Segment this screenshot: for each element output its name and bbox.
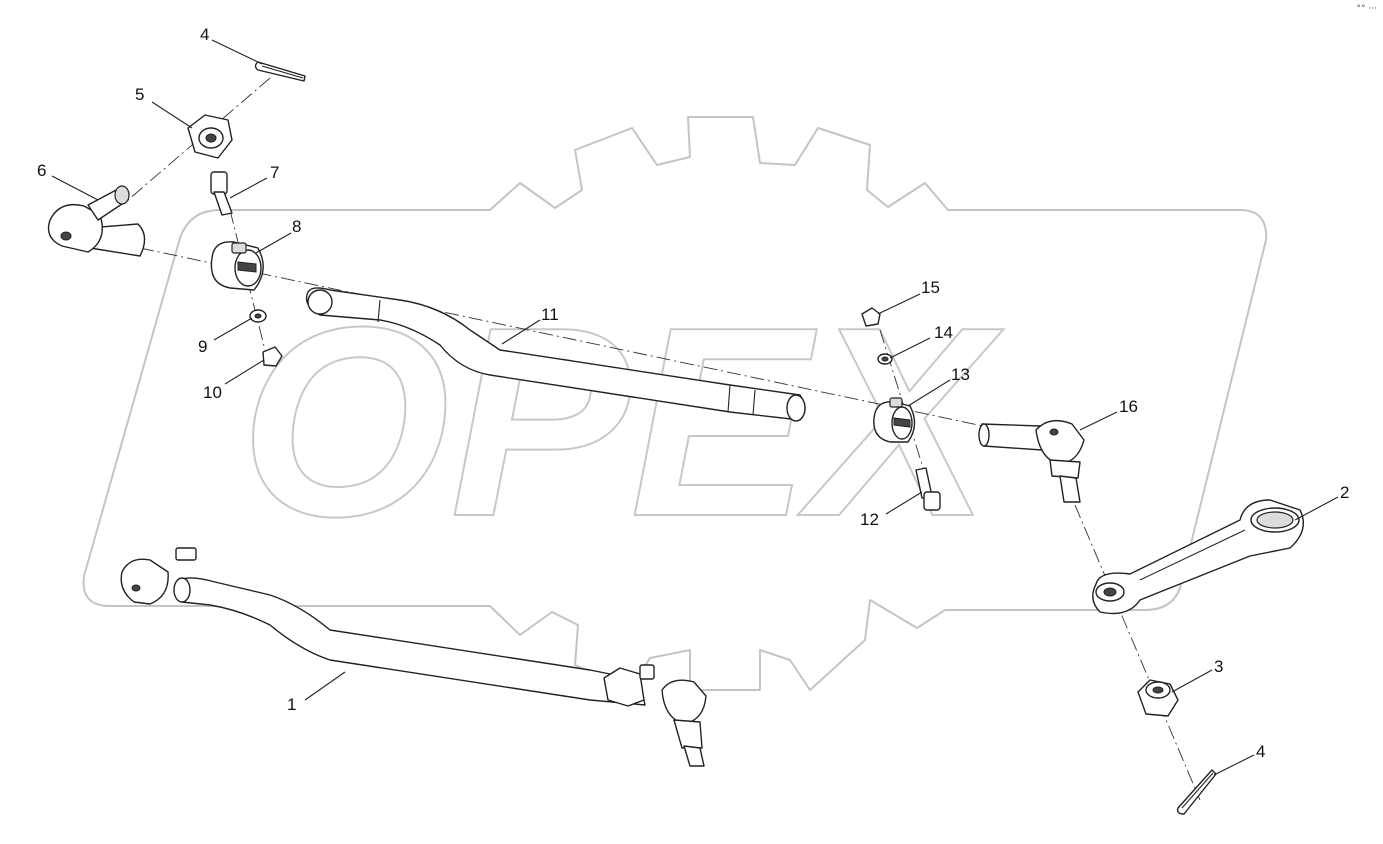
callout-10: 10 <box>203 383 222 402</box>
callout-1: 1 <box>287 695 296 714</box>
leader-5 <box>151 101 193 129</box>
cotter-pin-bottom <box>1176 769 1217 815</box>
leader-6 <box>51 175 99 201</box>
callout-15: 15 <box>921 278 940 297</box>
leader-14 <box>889 337 931 359</box>
leader-1 <box>304 671 346 701</box>
leader-12 <box>885 491 923 515</box>
leader-3 <box>1171 669 1213 693</box>
castle-nut-right <box>1137 679 1179 717</box>
castle-nut-left <box>187 114 233 159</box>
clamp-bolt-lower <box>915 467 941 511</box>
leader-15 <box>877 293 921 315</box>
corner-mark: °° ··· <box>1356 4 1377 14</box>
leader-11 <box>501 319 541 345</box>
leader-9 <box>213 317 253 341</box>
leader-13 <box>907 379 951 407</box>
axis-cotter-nut-left <box>127 77 271 201</box>
cotter-pin-top <box>254 61 306 82</box>
callout-7: 7 <box>270 163 279 182</box>
callout-2: 2 <box>1340 483 1349 502</box>
leader-8 <box>255 232 292 254</box>
nut-left <box>262 346 283 367</box>
callout-12: 12 <box>860 510 879 529</box>
washer-right <box>877 353 893 365</box>
leader-7 <box>229 177 268 199</box>
callout-14: 14 <box>934 323 953 342</box>
clamp-bolt-upper <box>210 171 233 216</box>
callout-4b: 4 <box>1256 742 1265 761</box>
watermark-gear-outline <box>82 116 1268 691</box>
axis-drop-arm <box>1074 504 1201 801</box>
nut-right <box>861 307 881 327</box>
callout-3: 3 <box>1214 657 1223 676</box>
callout-11: 11 <box>541 305 559 324</box>
leader-2 <box>1294 496 1339 521</box>
callout-4a: 4 <box>200 25 209 44</box>
callout-6: 6 <box>37 161 46 180</box>
clamp-right <box>873 397 916 443</box>
clamp-left <box>210 241 264 291</box>
axis-upper-tie-rod <box>139 247 1041 439</box>
callout-labels: 1 2 3 4 4 5 6 7 8 9 10 11 12 13 14 15 16 <box>37 25 1349 761</box>
callout-16: 16 <box>1119 397 1138 416</box>
callout-5: 5 <box>135 85 144 104</box>
tie-rod-assembly-lower <box>120 547 707 767</box>
tie-rod-end-right <box>978 419 1085 503</box>
washer-left <box>249 309 267 323</box>
callout-8: 8 <box>292 217 301 236</box>
callout-9: 9 <box>198 337 207 356</box>
pitman-arm <box>1092 499 1304 615</box>
tie-rod-tube-upper <box>305 287 806 422</box>
leader-10 <box>224 359 265 385</box>
callout-13: 13 <box>951 365 970 384</box>
tie-rod-end-left <box>47 185 146 257</box>
callout-leaders <box>51 39 1339 776</box>
leader-16 <box>1079 411 1118 431</box>
leader-4a <box>211 39 263 65</box>
leader-4b <box>1213 754 1255 776</box>
